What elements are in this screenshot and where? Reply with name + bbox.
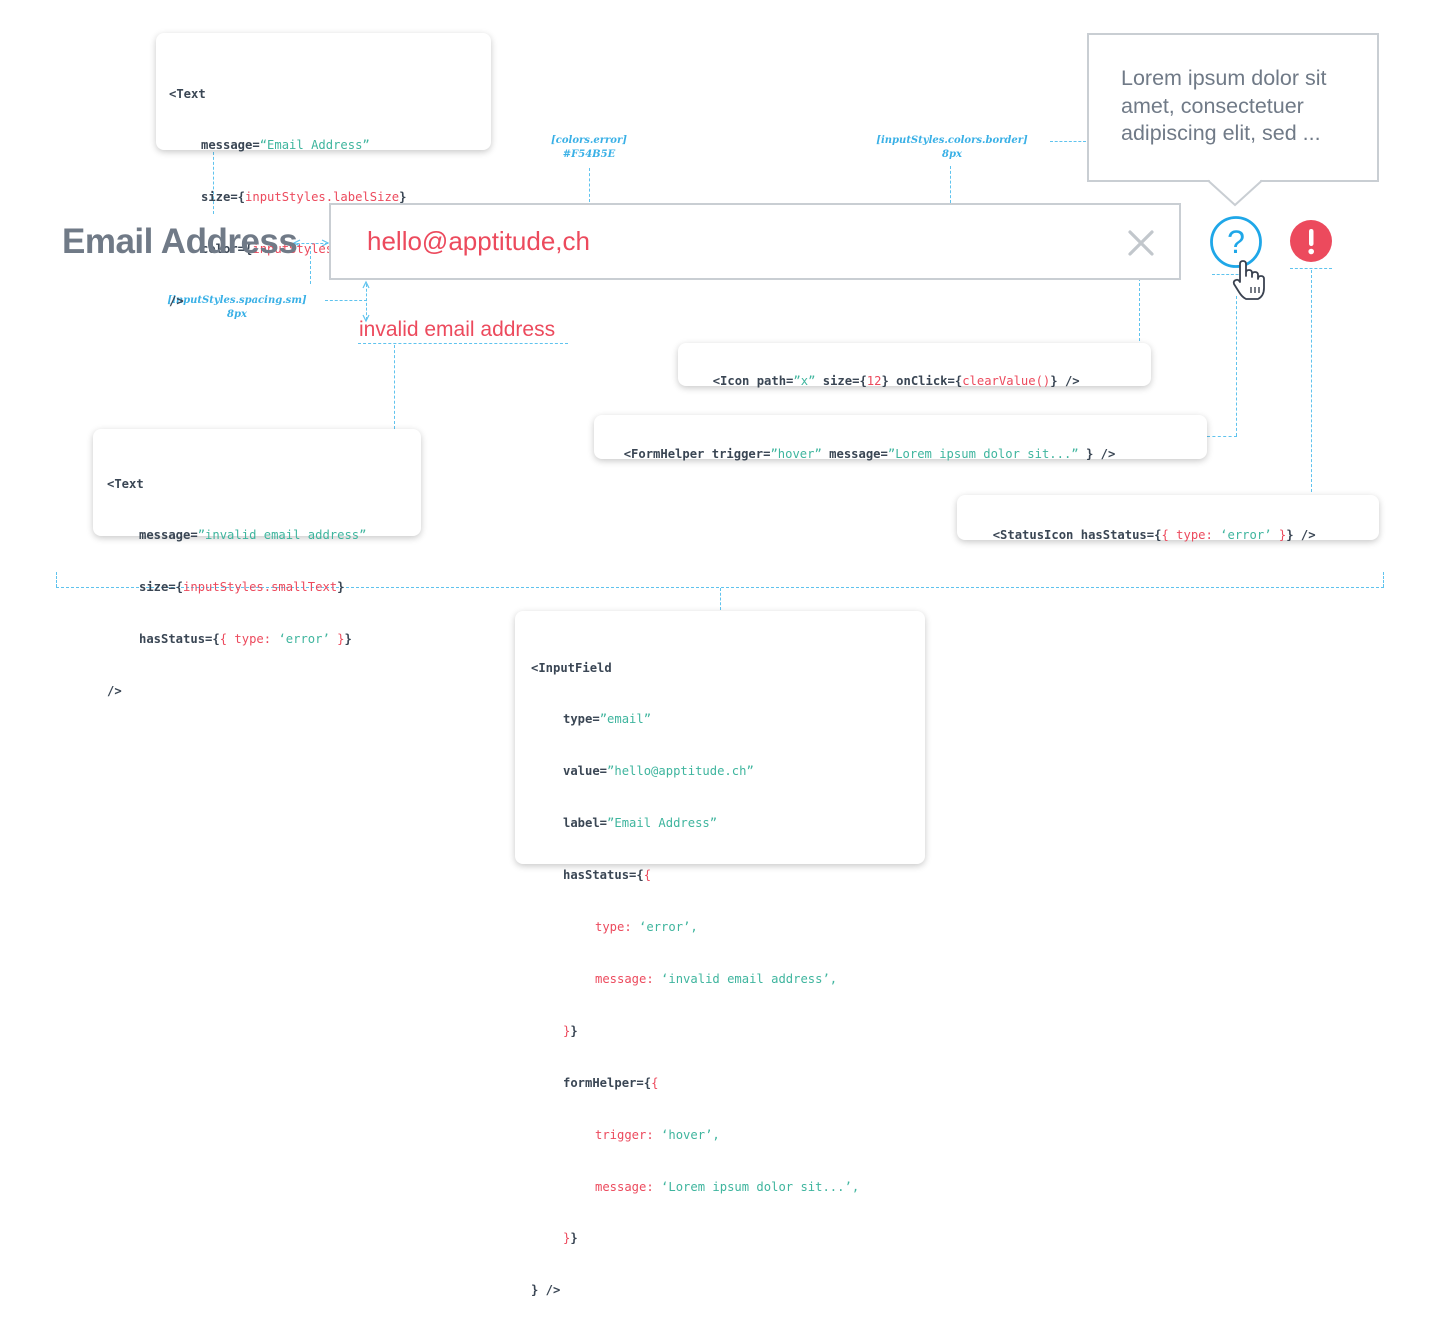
code-line: size={inputStyles.smallText}	[139, 580, 345, 595]
guide-label-spacing-drop	[310, 246, 311, 284]
code-card-status-icon: <StatusIcon hasStatus={{ type: ‘error’ }…	[957, 495, 1379, 542]
guide-status-icon	[1290, 268, 1332, 269]
code-line: <Text	[169, 86, 206, 101]
guide-error-color	[589, 168, 590, 233]
field-label: Email Address	[62, 222, 298, 261]
guide-help-icon	[1212, 274, 1248, 275]
code-line: } />	[531, 1283, 561, 1298]
guide-border	[950, 166, 951, 203]
error-message: invalid email address	[359, 318, 556, 341]
guide-error-underline	[358, 343, 568, 344]
code-line: message: ‘Lorem ipsum dolor sit...’,	[595, 1179, 860, 1194]
email-input[interactable]: hello@apptitude,ch	[329, 203, 1181, 280]
error-color-note: [colors.error] #F54B5E	[551, 135, 627, 160]
code-line: type=”email”	[563, 712, 652, 727]
guide-clear-code	[1139, 263, 1140, 341]
code-line: }}	[563, 1023, 578, 1038]
guide-spacing-note	[325, 300, 367, 301]
exclamation-circle-icon	[1290, 220, 1332, 262]
guide-status-code	[1311, 270, 1312, 492]
svg-text:?: ?	[1227, 224, 1245, 260]
code-line: message=“Email Address”	[201, 138, 370, 153]
code-line: hasStatus={{	[563, 868, 652, 883]
guide-border-tooltip	[1050, 141, 1086, 142]
code-line: value=”hello@apptitude.ch”	[563, 764, 754, 779]
spacing-arrows	[292, 239, 370, 323]
guide-help-code	[1236, 296, 1237, 436]
hand-pointer-icon	[1232, 260, 1265, 300]
form-helper-tooltip: Lorem ipsum dolor sit amet, consectetuer…	[1087, 33, 1379, 182]
guide-bracket-right	[1383, 572, 1384, 587]
tooltip-text: Lorem ipsum dolor sit amet, consectetuer…	[1121, 66, 1327, 145]
code-line: message: ‘invalid email address’,	[595, 971, 838, 986]
code-line: hasStatus={{ type: ‘error’ }}	[139, 632, 352, 647]
code-line: size={inputStyles.labelSize}	[201, 190, 407, 205]
code-card-label-text: <Text message=“Email Address” size={inpu…	[156, 33, 491, 308]
code-line: formHelper={{	[563, 1075, 659, 1090]
spacing-note: [inputStyles.spacing.sm] 8px	[167, 295, 307, 320]
code-line: type: ‘error’,	[595, 920, 698, 935]
email-input-value[interactable]: hello@apptitude,ch	[367, 226, 590, 256]
code-card-input-field: <InputField type=”email” value=”hello@ap…	[515, 611, 925, 1297]
code-line: />	[169, 294, 184, 309]
guide-bracket-left	[56, 572, 57, 587]
code-card-error-text: <Text message=”invalid email address” si…	[93, 429, 421, 698]
guide-error-spacing	[366, 284, 367, 320]
x-icon[interactable]	[1127, 229, 1155, 257]
guide-label-spacing	[292, 243, 328, 244]
guide-help-code-join	[1207, 436, 1237, 437]
code-line: />	[107, 684, 122, 699]
guide-label-code	[213, 152, 214, 214]
code-line: label=”Email Address”	[563, 816, 718, 831]
code-line: }}	[563, 1231, 578, 1246]
guide-error-code	[394, 345, 395, 429]
code-line: trigger: ‘hover’,	[595, 1127, 720, 1142]
code-card-icon: <Icon path=”x” size={12} onClick={clearV…	[678, 343, 1151, 388]
code-card-form-helper: <FormHelper trigger=”hover” message=”Lor…	[594, 415, 1207, 461]
border-note: [inputStyles.colors.border] 8px	[876, 135, 1028, 160]
guide-bracket-center	[720, 588, 721, 610]
question-circle-icon[interactable]: ?	[1208, 215, 1266, 273]
tooltip-pointer	[1208, 179, 1263, 207]
guide-bracket	[56, 587, 1384, 588]
code-line: <Text	[107, 476, 144, 491]
code-line: <InputField	[531, 660, 612, 675]
code-line: message=”invalid email address”	[139, 528, 367, 543]
